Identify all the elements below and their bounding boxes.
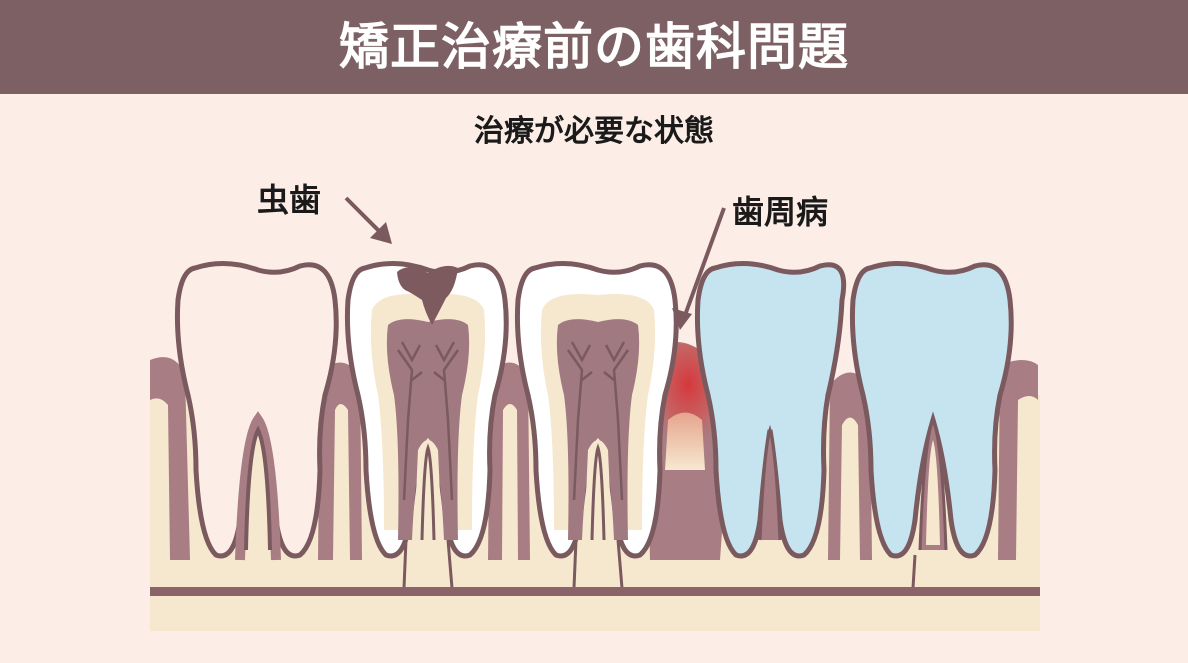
tooth-1: [174, 260, 339, 561]
jaw-baseline: [150, 587, 1040, 596]
decay-cavity: [397, 265, 458, 325]
periodontal-label: 歯周病: [732, 193, 829, 231]
header-banner: 矯正治療前の歯科問題: [0, 0, 1188, 94]
tooth-5: [849, 260, 1014, 589]
caries-label: 虫歯: [257, 181, 322, 219]
periodontal-arrow-icon: [672, 207, 726, 330]
tooth-2-caries: [344, 260, 509, 589]
tooth-3: [514, 260, 679, 589]
caries-arrow-icon: [344, 196, 392, 244]
subtitle: 治療が必要な状態: [474, 114, 714, 149]
tooth-4: [694, 260, 847, 559]
page-title: 矯正治療前の歯科問題: [339, 18, 849, 76]
